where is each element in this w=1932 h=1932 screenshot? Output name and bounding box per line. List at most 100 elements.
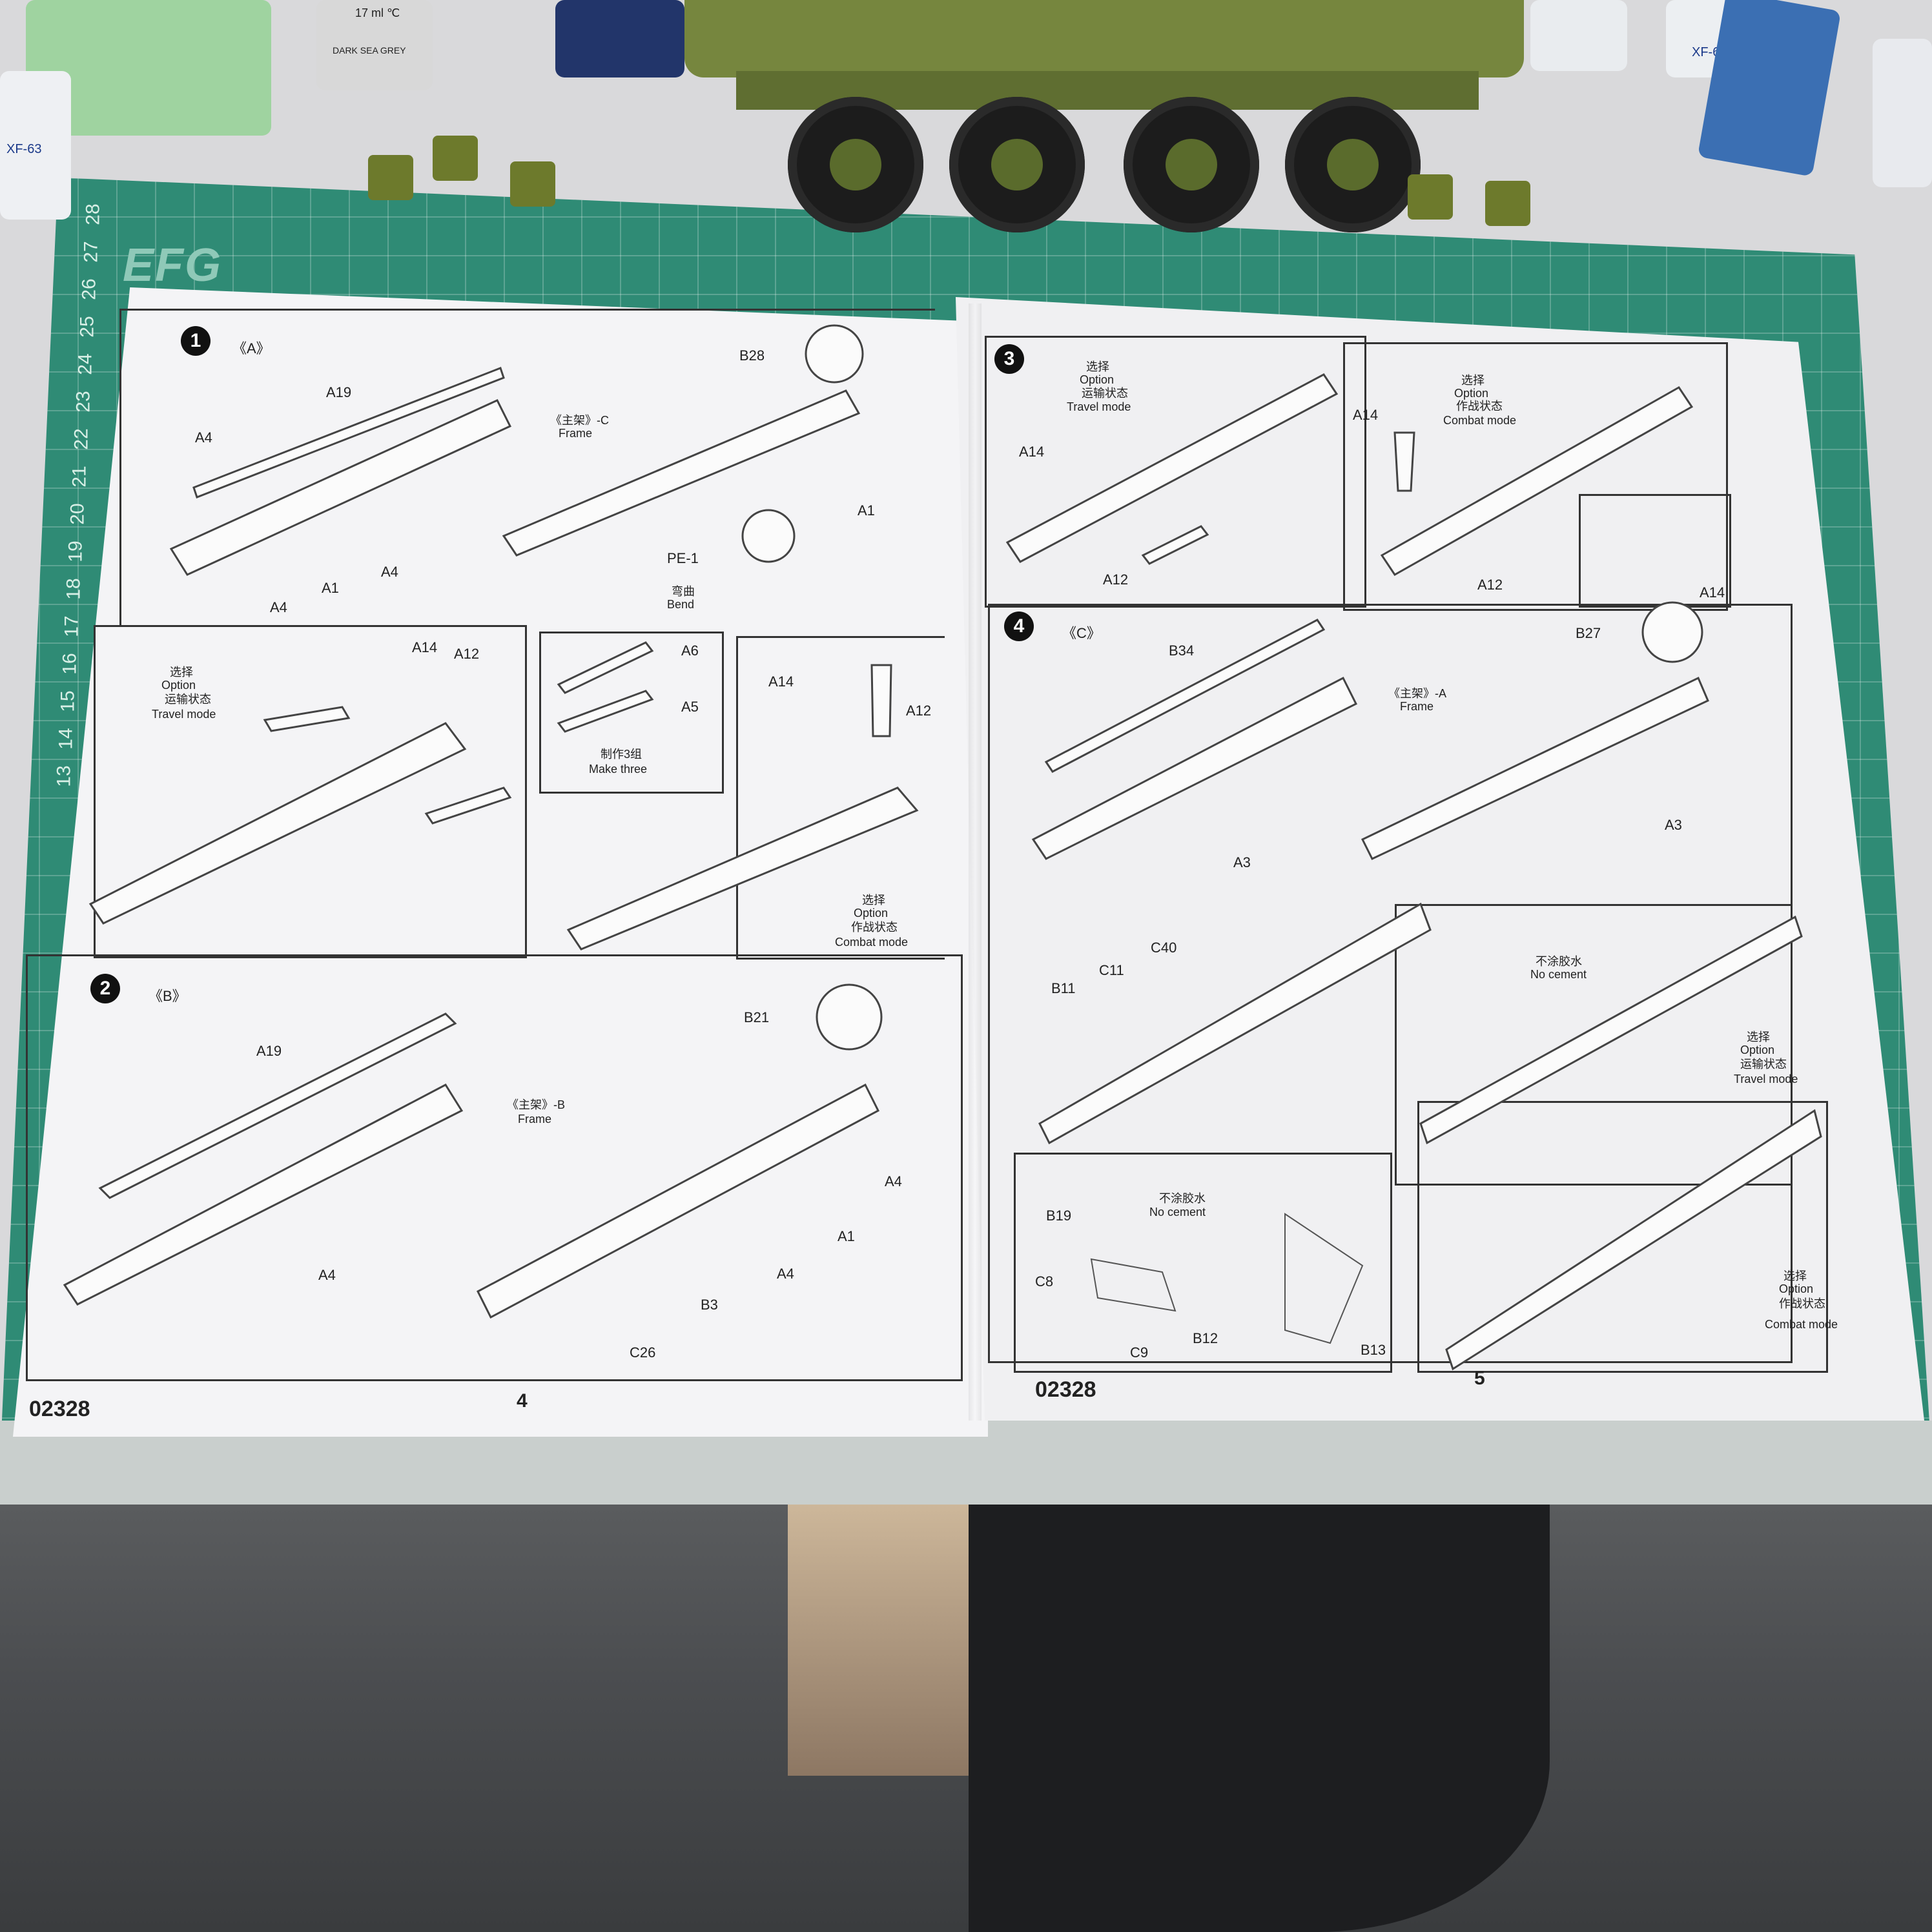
- part-label: 弯曲: [672, 585, 695, 598]
- part-label: 《主架》-A: [1388, 687, 1446, 700]
- step-number: 2: [90, 974, 120, 1003]
- step-number: 4: [1004, 611, 1034, 641]
- mat-brand-logo: EFG: [123, 240, 223, 291]
- kit-code: 02328: [29, 1397, 90, 1421]
- step3-detail-inset: [1579, 494, 1731, 608]
- detail-callout: [805, 324, 864, 384]
- option-label: 作战状态: [851, 921, 898, 934]
- spade-part: [263, 706, 351, 732]
- model-jerrycan: [433, 136, 478, 181]
- part-label: A4: [885, 1173, 902, 1189]
- part-label: A19: [326, 384, 352, 400]
- step-group-label: 《A》: [232, 340, 271, 356]
- frame-part: [1005, 373, 1339, 563]
- part-label: B21: [744, 1009, 770, 1025]
- part-label: A4: [270, 599, 287, 615]
- step-number: 3: [994, 344, 1024, 374]
- step1-make-three-panel: [539, 632, 724, 794]
- part-label: C8: [1035, 1273, 1054, 1290]
- model-jerrycan: [1485, 181, 1530, 226]
- no-cement-label: No cement: [1149, 1206, 1206, 1218]
- option-label: Combat mode: [1765, 1318, 1838, 1331]
- part-label: Frame: [518, 1113, 552, 1125]
- part-label: 《主架》-B: [507, 1098, 565, 1111]
- option-label: Option: [854, 907, 889, 920]
- part-label: A12: [906, 703, 932, 719]
- model-jerrycan: [368, 155, 413, 200]
- option-label: 作战状态: [1456, 400, 1503, 413]
- part-label: A12: [1103, 571, 1129, 588]
- step3-travel-panel: [985, 336, 1366, 608]
- part-label: C11: [1099, 962, 1124, 978]
- option-label: Combat mode: [1443, 414, 1517, 427]
- no-cement-label: No cement: [1530, 968, 1587, 981]
- bottle-label: 17 ml ℃: [355, 6, 400, 19]
- spade-part: [557, 690, 654, 733]
- bottle-label: DARK SEA GREY: [333, 45, 406, 56]
- option-label: Option: [1080, 373, 1115, 386]
- part-label: A19: [256, 1043, 282, 1059]
- part-label: B34: [1169, 642, 1195, 659]
- option-label: 选择: [1461, 374, 1485, 387]
- model-wheel: [949, 97, 1085, 232]
- step4-combat-panel: [1417, 1101, 1828, 1373]
- paint-bottle-tamiya: XF-63: [0, 71, 71, 220]
- no-cement-label: 不涂胶水: [1159, 1192, 1206, 1205]
- part-label: A12: [1477, 577, 1503, 593]
- part-label: 《主架》-C: [550, 414, 609, 427]
- part-label: C40: [1151, 940, 1177, 956]
- rail-part: [192, 367, 505, 498]
- part-label: A3: [1665, 817, 1682, 833]
- part-label: A4: [381, 564, 398, 580]
- option-label: Combat mode: [835, 936, 909, 949]
- dark-clothing: [969, 1505, 1550, 1932]
- part-label: Frame: [1400, 700, 1434, 713]
- model-jerrycan: [510, 161, 555, 207]
- part-label: C9: [1130, 1344, 1149, 1361]
- make-three-label: Make three: [589, 763, 648, 776]
- detail-callout: [1641, 601, 1703, 663]
- frame-part: [502, 389, 861, 557]
- frame-part: [1361, 676, 1709, 860]
- model-jerrycan: [1408, 174, 1453, 220]
- part-label: B12: [1193, 1330, 1218, 1346]
- frame-part: [1419, 915, 1803, 1145]
- part-label: A5: [681, 699, 699, 715]
- step1-combat-panel: [736, 636, 945, 960]
- option-label: 运输状态: [165, 693, 211, 706]
- bracket-part: [1090, 1258, 1177, 1312]
- part-label: A1: [322, 580, 339, 596]
- spade-part: [424, 786, 512, 825]
- step-group-label: 《C》: [1062, 625, 1101, 641]
- step3-combat-panel: [1343, 342, 1728, 611]
- option-label: 选择: [1747, 1031, 1770, 1043]
- bracket-part: [1284, 1213, 1364, 1344]
- model-wheel: [1285, 97, 1421, 232]
- spade-part: [870, 664, 892, 737]
- page-number: 4: [517, 1390, 528, 1412]
- spade-part: [1141, 525, 1209, 565]
- option-label: Travel mode: [1734, 1073, 1798, 1085]
- part-label: A4: [777, 1266, 794, 1282]
- part-label: A6: [681, 642, 699, 659]
- part-label: C26: [630, 1344, 656, 1361]
- frame-part: [1038, 902, 1432, 1145]
- option-label: Option: [161, 679, 196, 692]
- part-label: A12: [454, 646, 480, 662]
- option-label: 选择: [1783, 1269, 1807, 1282]
- part-label: A14: [1700, 584, 1725, 601]
- option-label: 运输状态: [1740, 1058, 1787, 1071]
- page-number: 5: [1474, 1368, 1485, 1389]
- make-three-label: 制作3组: [601, 748, 642, 761]
- part-label: B3: [701, 1297, 718, 1313]
- frame-part: [1445, 1109, 1822, 1371]
- paint-bottle-tamiya: [1873, 39, 1932, 187]
- spade-part: [1393, 431, 1415, 492]
- part-label: B19: [1046, 1208, 1072, 1224]
- part-label: A1: [838, 1228, 855, 1244]
- part-label: B13: [1361, 1342, 1386, 1358]
- frame-part: [88, 722, 467, 925]
- sheet-fold: [969, 303, 981, 1421]
- step-group-label: 《B》: [149, 988, 187, 1004]
